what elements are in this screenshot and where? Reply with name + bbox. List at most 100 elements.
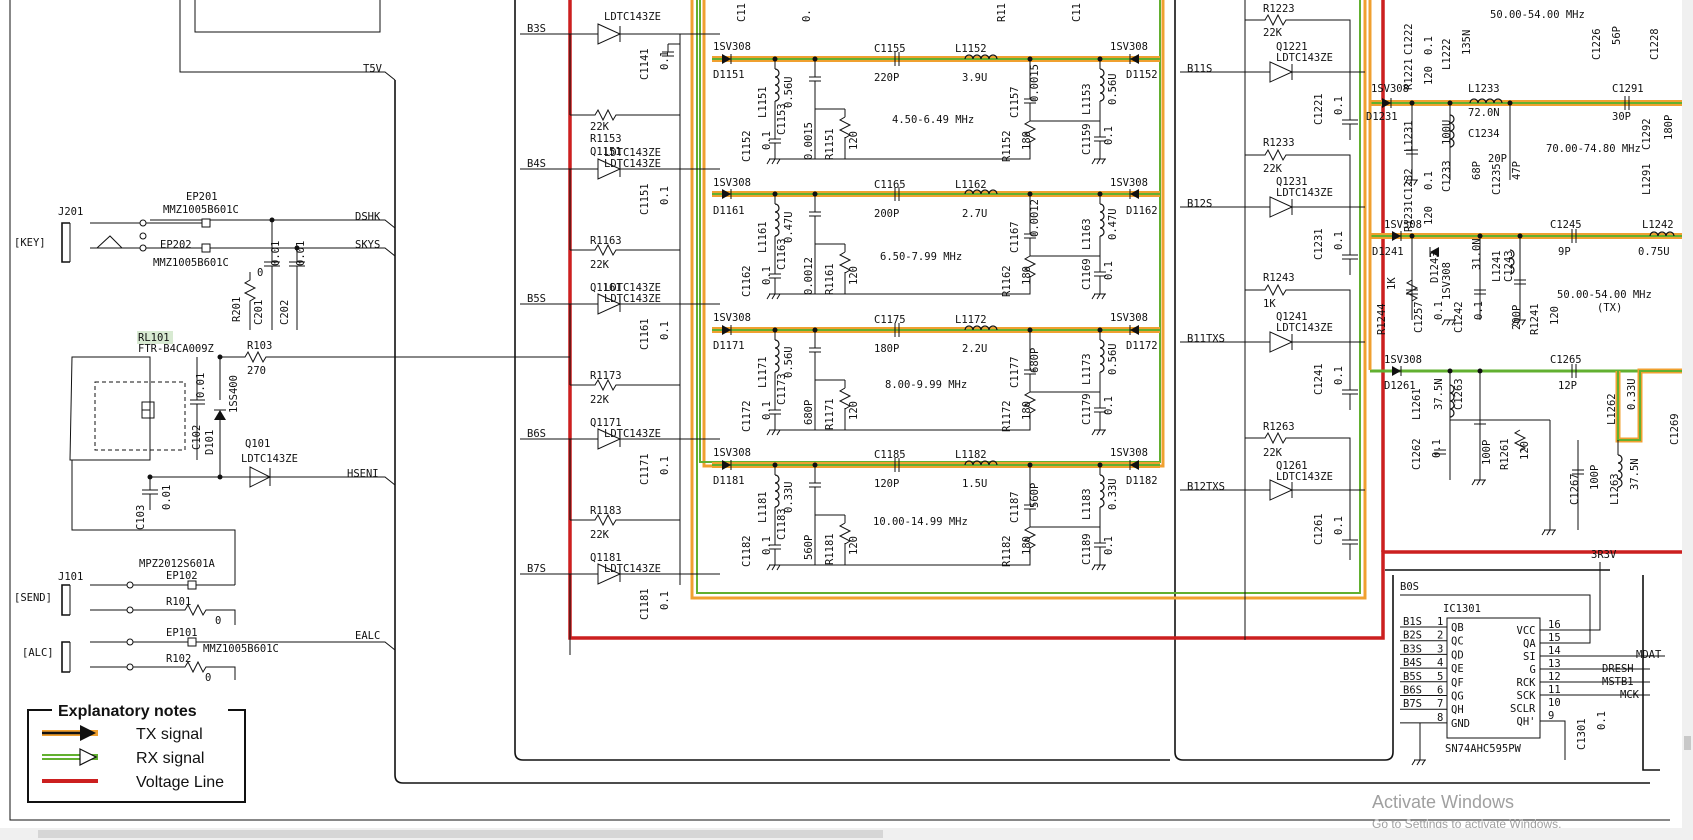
svg-text:MMZ1005B601C: MMZ1005B601C (153, 257, 229, 269)
svg-text:D1182: D1182 (1126, 475, 1158, 487)
ground-symbol (1511, 319, 1526, 326)
svg-text:D1261: D1261 (1384, 380, 1416, 392)
capacitor-symbol (809, 482, 821, 488)
svg-text:C1181: C1181 (639, 588, 651, 620)
svg-text:1SV308: 1SV308 (1384, 219, 1422, 231)
svg-text:B7S: B7S (527, 563, 546, 575)
svg-text:135N: 135N (1461, 30, 1473, 55)
svg-text:0.01: 0.01 (270, 241, 282, 266)
svg-text:R1182: R1182 (1001, 535, 1013, 567)
ground-symbol (1091, 564, 1106, 571)
svg-text:0.33U: 0.33U (783, 481, 795, 513)
svg-text:120: 120 (848, 401, 860, 420)
svg-text:180P: 180P (874, 343, 899, 355)
svg-text:L1162: L1162 (955, 179, 987, 191)
capacitor-symbol (1406, 149, 1418, 155)
ic-pin-name: QC (1451, 636, 1464, 648)
svg-text:C1141: C1141 (639, 48, 651, 80)
legend: Explanatory notes TX signal RX signal Vo… (27, 700, 246, 803)
svg-text:C1162: C1162 (741, 265, 753, 297)
svg-text:D1151: D1151 (713, 69, 745, 81)
svg-text:47P: 47P (1511, 161, 1523, 180)
svg-text:180: 180 (1021, 266, 1033, 285)
svg-text:0.1: 0.1 (1423, 36, 1435, 55)
svg-text:R1173: R1173 (590, 370, 622, 382)
svg-text:4.50-6.49 MHz: 4.50-6.49 MHz (892, 114, 974, 126)
svg-text:Q1161: Q1161 (590, 282, 622, 294)
svg-text:31.0N: 31.0N (1471, 238, 1483, 270)
svg-text:C1153: C1153 (776, 103, 788, 135)
interface-section: T5V DSHK SKYS HSENI EALC J201 [KEY] EP20… (14, 63, 570, 684)
ic-pin-name: QF (1451, 677, 1464, 689)
svg-text:L1182: L1182 (955, 449, 987, 461)
svg-text:0.56U: 0.56U (1107, 73, 1119, 105)
svg-text:9P: 9P (1558, 246, 1571, 258)
svg-text:0.1: 0.1 (1431, 439, 1443, 458)
svg-text:R1152: R1152 (1001, 130, 1013, 162)
svg-text:200P: 200P (874, 208, 899, 220)
svg-text:(TX): (TX) (1597, 302, 1622, 314)
wire (845, 412, 1031, 431)
svg-text:1SV308: 1SV308 (713, 312, 751, 324)
inductor-symbol (1099, 68, 1105, 102)
svg-text:Q1221: Q1221 (1276, 41, 1308, 53)
svg-text:C1182: C1182 (741, 535, 753, 567)
ic-pin-number: 7 (1437, 698, 1443, 710)
svg-text:L1262: L1262 (1606, 393, 1618, 425)
capacitor-symbol (1474, 289, 1486, 295)
svg-text:1SV308: 1SV308 (1384, 354, 1422, 366)
ic-pin-number: 1 (1437, 616, 1443, 628)
legend-tx-swatch (42, 725, 98, 741)
svg-text:50.00-54.00 MHz: 50.00-54.00 MHz (1557, 289, 1652, 301)
ground-symbol (1403, 179, 1418, 186)
ground-symbol (1091, 158, 1106, 165)
svg-text:0.1: 0.1 (1333, 366, 1345, 385)
signal-overlays (568, 0, 1693, 640)
svg-text:20P: 20P (1488, 153, 1507, 165)
svg-text:Q1151: Q1151 (590, 146, 622, 158)
svg-text:R11: R11 (996, 3, 1008, 22)
svg-text:T5V: T5V (363, 63, 383, 75)
vertical-scrollbar-thumb[interactable] (1684, 736, 1691, 750)
svg-text:37.5N: 37.5N (1629, 458, 1641, 490)
legend-title: Explanatory notes (58, 703, 197, 720)
svg-text:LDTC143ZE: LDTC143ZE (604, 147, 661, 159)
svg-text:C1187: C1187 (1009, 491, 1021, 523)
svg-text:L1233: L1233 (1468, 83, 1500, 95)
legend-rx-label: RX signal (136, 750, 204, 767)
svg-text:0.1: 0.1 (659, 591, 671, 610)
series-capacitor (894, 187, 900, 201)
svg-text:L1171: L1171 (757, 356, 769, 388)
svg-text:L1183: L1183 (1081, 488, 1093, 520)
svg-text:0.1: 0.1 (1103, 261, 1115, 280)
ic-pin-number: 14 (1548, 645, 1561, 657)
svg-text:1SV308: 1SV308 (1110, 447, 1148, 459)
svg-text:22K: 22K (590, 121, 610, 133)
vertical-scrollbar-track[interactable] (1682, 0, 1693, 828)
inductor-symbol (774, 203, 780, 237)
svg-text:B12TXS: B12TXS (1187, 481, 1225, 493)
svg-text:C1241: C1241 (1313, 363, 1325, 395)
svg-text:C1235: C1235 (1491, 163, 1503, 195)
horizontal-scrollbar-thumb[interactable] (38, 830, 883, 838)
activate-windows-title: Activate Windows (1372, 792, 1514, 812)
svg-text:C1151: C1151 (639, 183, 651, 215)
ic-pin-number: 15 (1548, 632, 1561, 644)
svg-text:680P: 680P (1029, 348, 1041, 373)
ground-symbol (1471, 479, 1486, 486)
svg-text:LDTC143ZE: LDTC143ZE (604, 282, 661, 294)
svg-text:MPZ2012S601A: MPZ2012S601A (139, 558, 216, 570)
svg-text:1SV308: 1SV308 (1110, 41, 1148, 53)
inductor-symbol (964, 54, 998, 60)
svg-text:6.50-7.99 MHz: 6.50-7.99 MHz (880, 251, 962, 263)
svg-text:0.1: 0.1 (761, 131, 773, 150)
svg-text:R1162: R1162 (1001, 265, 1013, 297)
svg-text:R101: R101 (166, 596, 191, 608)
svg-text:0.1: 0.1 (1423, 171, 1435, 190)
svg-text:1.5U: 1.5U (962, 478, 987, 490)
resistor-symbol (838, 116, 852, 139)
ground-symbol (766, 564, 781, 571)
svg-text:C202: C202 (279, 300, 291, 325)
